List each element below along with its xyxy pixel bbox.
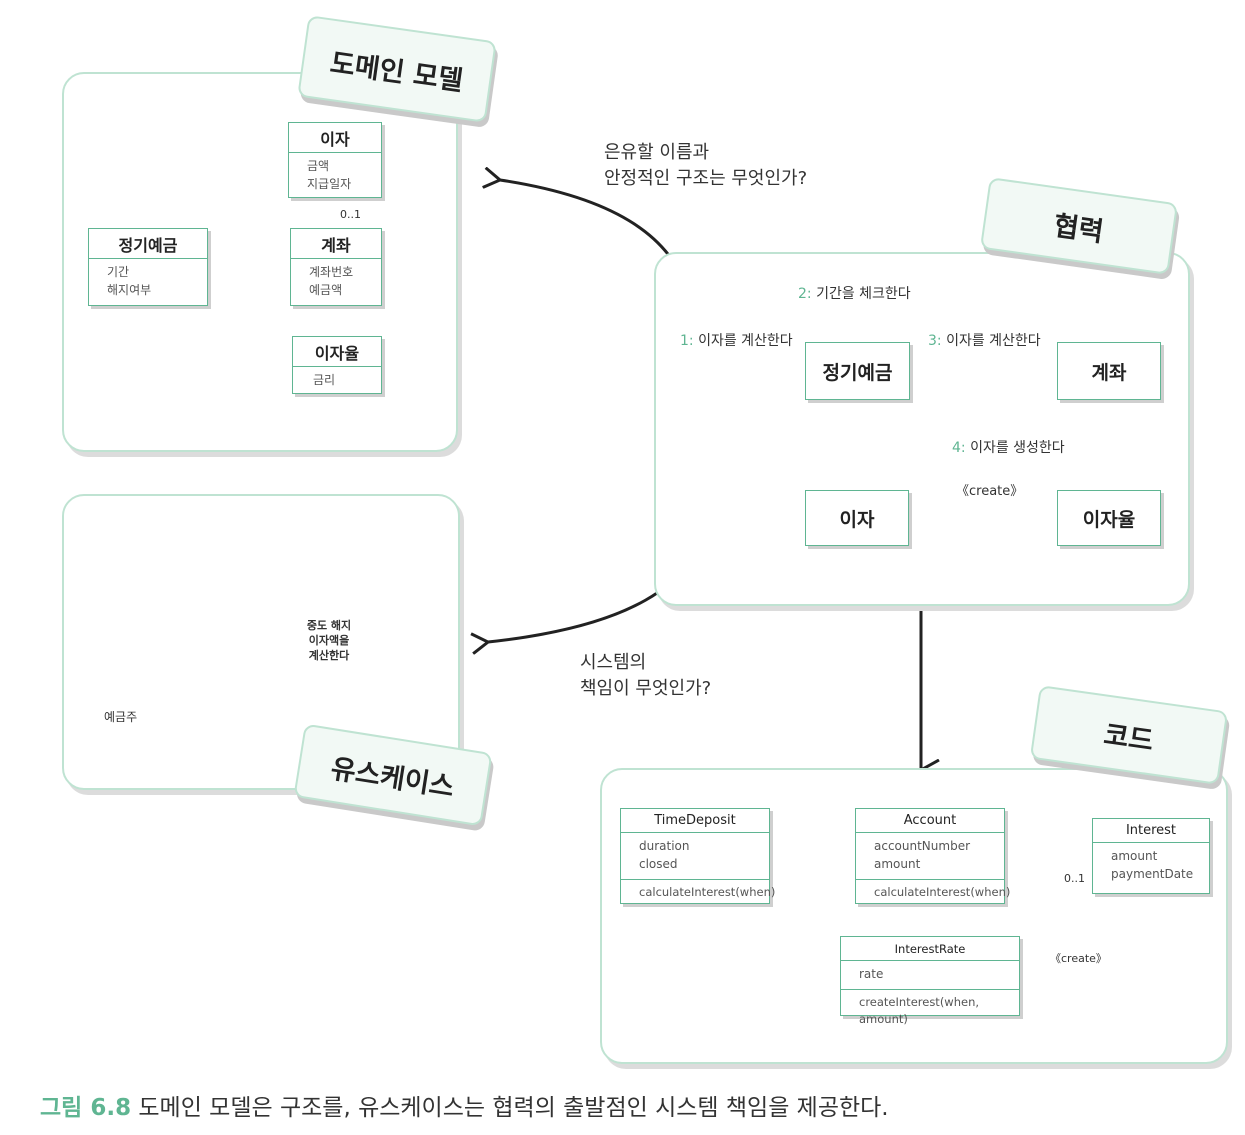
class-deposit: 정기예금 기간 해지여부 [88, 228, 208, 306]
attr: 지급일자 [307, 177, 352, 191]
message-2: 2: 기간을 체크한다 [798, 283, 911, 303]
actor-label: 예금주 [104, 710, 138, 724]
class-code-account-ops: calculateInterest(when) [856, 879, 1011, 905]
class-rate: 이자율 금리 [292, 336, 382, 394]
operation: calculateInterest(when) [639, 885, 776, 899]
caption-label: 그림 6.8 [40, 1095, 132, 1121]
question-responsibility: 시스템의 책임이 무엇인가? [580, 650, 711, 702]
attr: amount [874, 857, 921, 871]
usecase-label: 중도 해지 이자액을 계산한다 [279, 618, 379, 663]
class-account-attrs: 계좌번호 예금액 [291, 259, 381, 303]
message-1-text: 이자를 계산한다 [698, 333, 793, 349]
operation: createInterest(when, amount) [859, 995, 980, 1027]
attr: 해지여부 [107, 283, 152, 297]
object-account: 계좌 [1057, 342, 1161, 400]
attr: rate [859, 967, 884, 981]
class-rate-name: 이자율 [293, 337, 381, 367]
attr: 기간 [107, 265, 130, 279]
class-deposit-name: 정기예금 [89, 229, 207, 259]
class-interest-rate-attrs: rate [841, 961, 1019, 989]
object-interest: 이자 [805, 490, 909, 546]
message-4-number: 4: [952, 440, 966, 456]
class-interest-name: 이자 [289, 123, 381, 153]
class-code-interest-attrs: amount paymentDate [1093, 843, 1209, 887]
class-time-deposit-ops: calculateInterest(when) [621, 879, 776, 905]
attr: amount [1111, 849, 1158, 863]
question-line: 안정적인 구조는 무엇인가? [604, 168, 808, 189]
code-multiplicity: 0..1 [1064, 872, 1085, 885]
object-rate: 이자율 [1057, 490, 1161, 546]
figure-caption: 그림 6.8 도메인 모델은 구조를, 유스케이스는 협력의 출발점인 시스템 … [40, 1088, 889, 1122]
operation: calculateInterest(when) [874, 885, 1011, 899]
class-time-deposit-name: TimeDeposit [621, 809, 769, 833]
collaboration-panel [654, 252, 1190, 606]
class-code-interest: Interest amount paymentDate [1092, 818, 1210, 894]
question-structure: 은유할 이름과 안정적인 구조는 무엇인가? [604, 140, 807, 192]
class-time-deposit-attrs: duration closed [621, 833, 769, 879]
attr: 금액 [307, 159, 330, 173]
question-line: 은유할 이름과 [604, 142, 710, 163]
usecase-line: 계산한다 [308, 649, 350, 662]
class-interest: 이자 금액 지급일자 [288, 122, 382, 198]
class-interest-rate-name: InterestRate [841, 937, 1019, 961]
attr: 계좌번호 [309, 265, 354, 279]
attr: closed [639, 857, 678, 871]
caption-text: 도메인 모델은 구조를, 유스케이스는 협력의 출발점인 시스템 책임을 제공한… [138, 1095, 889, 1121]
message-1-number: 1: [680, 333, 694, 349]
usecase-line: 이자액을 [308, 634, 350, 647]
message-3-number: 3: [928, 333, 942, 349]
class-code-interest-name: Interest [1093, 819, 1209, 843]
class-rate-attrs: 금리 [293, 367, 381, 393]
collab-create-stereotype: 《create》 [956, 484, 1024, 499]
object-deposit: 정기예금 [805, 342, 910, 400]
attr: paymentDate [1111, 867, 1194, 881]
message-1: 1: 이자를 계산한다 [680, 330, 793, 350]
code-create-stereotype: 《create》 [1050, 952, 1107, 965]
class-deposit-attrs: 기간 해지여부 [89, 259, 207, 303]
class-code-account: Account accountNumber amount calculateIn… [855, 808, 1011, 905]
class-time-deposit: TimeDeposit duration closed calculateInt… [620, 808, 776, 905]
domain-multiplicity: 0..1 [340, 208, 361, 221]
class-interest-rate: InterestRate rate createInterest(when, a… [840, 936, 1020, 1026]
attr: duration [639, 839, 690, 853]
class-code-account-attrs: accountNumber amount [856, 833, 1004, 879]
class-interest-attrs: 금액 지급일자 [289, 153, 381, 197]
class-account: 계좌 계좌번호 예금액 [290, 228, 382, 306]
message-3-text: 이자를 계산한다 [946, 333, 1041, 349]
message-2-number: 2: [798, 286, 812, 302]
question-line: 시스템의 [580, 652, 647, 673]
message-2-text: 기간을 체크한다 [816, 286, 911, 302]
message-4: 4: 이자를 생성한다 [952, 437, 1065, 457]
class-interest-rate-ops: createInterest(when, amount) [841, 989, 1019, 1033]
attr: accountNumber [874, 839, 971, 853]
question-line: 책임이 무엇인가? [580, 678, 712, 699]
attr: 예금액 [309, 283, 343, 297]
attr: 금리 [313, 373, 336, 387]
usecase-line: 중도 해지 [306, 619, 352, 632]
class-account-name: 계좌 [291, 229, 381, 259]
message-3: 3: 이자를 계산한다 [928, 330, 1041, 350]
class-code-account-name: Account [856, 809, 1004, 833]
message-4-text: 이자를 생성한다 [970, 440, 1065, 456]
